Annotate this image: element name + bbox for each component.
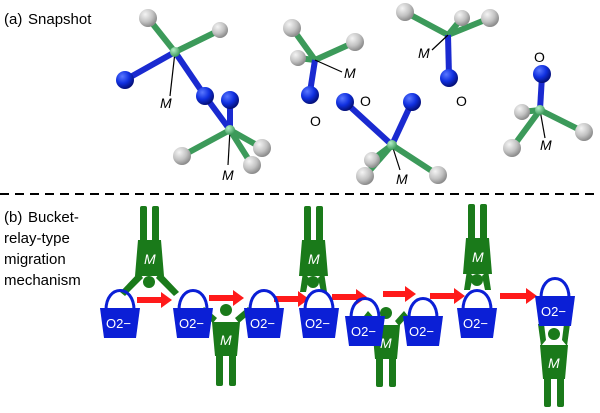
oxygen-atom-icon	[403, 93, 421, 111]
person-icon: M	[463, 204, 492, 290]
bucket-label: O2−	[541, 304, 566, 319]
ligand-atom-icon	[173, 147, 191, 165]
bucket-icon: O2−	[535, 277, 575, 326]
molecule-4: M O	[336, 93, 447, 187]
metal-label: M	[160, 95, 172, 111]
molecule-2: M	[173, 87, 271, 183]
panel-b-title-line-3: migration	[4, 251, 66, 268]
metal-label: M	[418, 45, 430, 61]
bucket-icon: O2−	[244, 289, 284, 338]
relay-arrow-icon	[383, 286, 416, 302]
relay-arrow-icon	[137, 292, 172, 308]
bucket-label: O2−	[250, 316, 275, 331]
oxygen-label: O	[310, 113, 321, 129]
oxygen-atom-icon	[440, 69, 458, 87]
bucket-label: O2−	[409, 324, 434, 339]
person-icon: M	[299, 206, 328, 292]
relay-arrow-icon	[332, 289, 367, 305]
relay-arrow-icon	[430, 288, 465, 304]
metal-atom-icon	[170, 47, 180, 57]
ligand-atom-icon	[243, 156, 261, 174]
ligand-atom-icon	[290, 50, 306, 66]
ligand-atom-icon	[514, 104, 530, 120]
bucket-label: O2−	[106, 316, 131, 331]
metal-atom-icon	[535, 105, 545, 115]
metal-label: M	[222, 167, 234, 183]
metal-label: M	[344, 65, 356, 81]
panel-b-label: (b)	[4, 209, 22, 226]
person-label: M	[548, 355, 560, 371]
person-icon: M	[120, 206, 179, 296]
ligand-atom-icon	[283, 19, 301, 37]
molecule-5: M O	[396, 3, 499, 109]
oxygen-atom-icon	[116, 71, 134, 89]
ligand-atom-icon	[346, 33, 364, 51]
bucket-icon: O2−	[403, 297, 443, 346]
oxygen-atom-icon	[533, 65, 551, 83]
bucket-icon: O2−	[173, 289, 213, 338]
ligand-atom-icon	[503, 139, 521, 157]
ligand-atom-icon	[364, 152, 380, 168]
molecule-6: M O	[503, 49, 593, 157]
oxygen-label: O	[360, 93, 371, 109]
ligand-atom-icon	[396, 3, 414, 21]
relay-arrow-icon	[209, 290, 244, 306]
oxygen-label: O	[534, 49, 545, 65]
metal-atom-icon	[387, 140, 397, 150]
panel-b-title-line-1: Bucket-	[28, 209, 79, 226]
oxygen-atom-icon	[221, 91, 239, 109]
bucket-icon: O2−	[457, 289, 497, 338]
person-label: M	[144, 251, 156, 267]
metal-atom-icon	[225, 125, 235, 135]
panel-b-title-line-4: mechanism	[4, 272, 81, 289]
bucket-icon: O2−	[299, 289, 339, 338]
person-label: M	[472, 249, 484, 265]
ligand-atom-icon	[253, 139, 271, 157]
person-label: M	[380, 335, 392, 351]
ligand-atom-icon	[454, 10, 470, 26]
oxygen-atom-icon	[301, 86, 319, 104]
bucket-icon: O2−	[100, 289, 140, 338]
bucket-label: O2−	[305, 316, 330, 331]
relay-arrow-icon	[500, 288, 537, 304]
ligand-atom-icon	[212, 22, 228, 38]
oxygen-atom-icon	[336, 93, 354, 111]
oxygen-atom-icon	[196, 87, 214, 105]
bucket-label: O2−	[351, 324, 376, 339]
ligand-atom-icon	[139, 9, 157, 27]
molecule-3: M O	[283, 19, 364, 129]
person-icon: M	[538, 324, 570, 407]
ligand-atom-icon	[575, 123, 593, 141]
person-label: M	[308, 251, 320, 267]
molecule-1: M	[116, 9, 228, 111]
ligand-atom-icon	[481, 9, 499, 27]
panel-b-title-line-2: relay-type	[4, 230, 70, 247]
bucket-icon: O2−	[345, 297, 385, 346]
panel-a-label: (a)	[4, 11, 22, 28]
ligand-atom-icon	[429, 166, 447, 184]
ligand-atom-icon	[356, 167, 374, 185]
person-label: M	[220, 332, 232, 348]
metal-label: M	[540, 137, 552, 153]
bucket-label: O2−	[463, 316, 488, 331]
relay-arrow-icon	[274, 291, 309, 307]
bucket-label: O2−	[179, 316, 204, 331]
panel-a-title: Snapshot	[28, 11, 92, 28]
relay-arrows	[137, 286, 537, 308]
metal-label: M	[396, 171, 408, 187]
oxygen-label: O	[456, 93, 467, 109]
